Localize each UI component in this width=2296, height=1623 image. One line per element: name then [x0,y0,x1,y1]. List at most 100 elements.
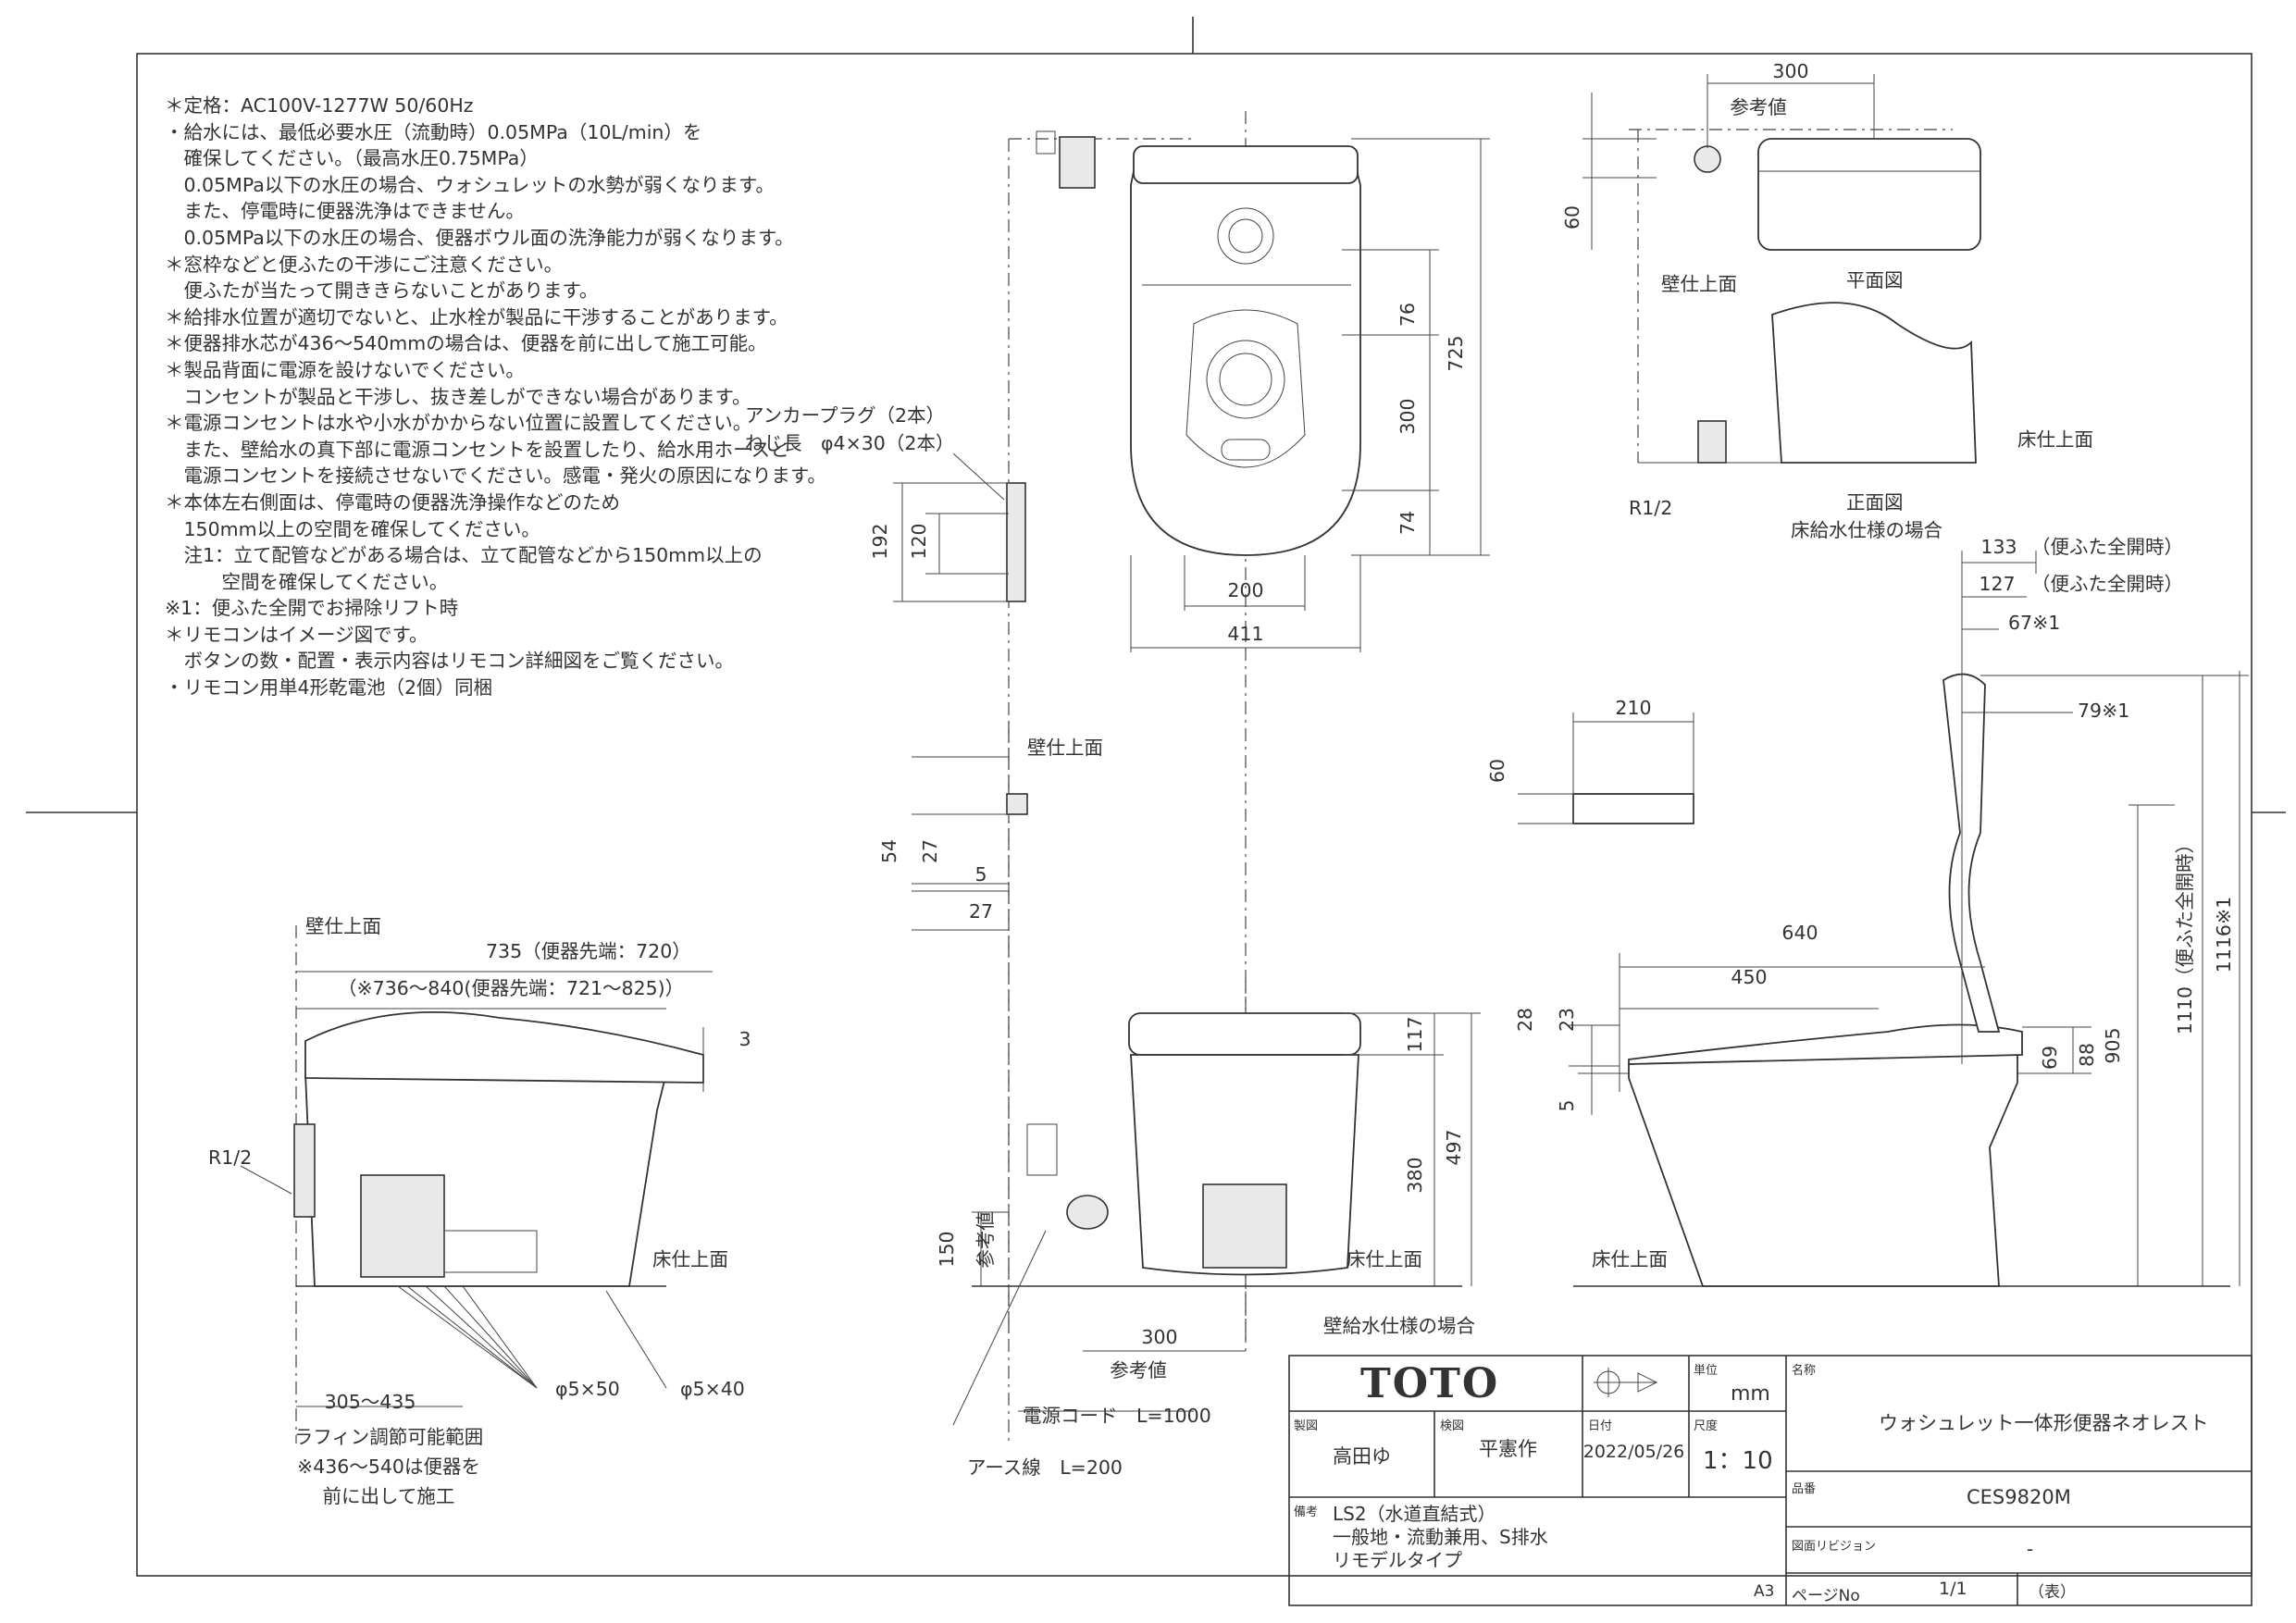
note-line: 150mm以上の空間を確保してください。 [165,517,540,540]
revision-value: - [2027,1538,2034,1560]
title-block-frame [1288,1355,2253,1606]
dim-200: 200 [1227,579,1263,601]
label-wall-supply: 壁給水仕様の場合 [1323,1315,1475,1337]
label-dim-67: 67※1 [2008,612,2060,634]
dim-411: 411 [1227,623,1263,645]
note-line: ・リモコン用単4形乾電池（2個）同梱 [165,676,493,700]
label-anchor-plug: アンカープラグ（2本） [745,404,945,427]
label-wall-finish-center: 壁仕上面 [1027,737,1103,759]
remarks-label: 備考 [1294,1505,1319,1519]
note-line: ※1：便ふた全開でお掃除リフト時 [165,597,459,620]
remarks-line: 一般地・流動兼用、S排水 [1333,1526,1548,1548]
note-line: ＊給排水位置が適切でないと、止水栓が製品に干渉することがあります。 [165,305,788,328]
note-line: 0.05MPa以下の水圧の場合、ウォシュレットの水勢が弱くなります。 [165,173,775,196]
dim-497: 497 [1443,1129,1465,1165]
label-floor-finish-right: 床仕上面 [1592,1248,1668,1270]
label-floor-finish-left: 床仕上面 [652,1248,728,1270]
note-line: また、停電時に便器洗浄はできません。 [165,200,525,223]
side-view-right [1518,551,2249,1287]
label-dim-736: （※736～840(便器先端：721～825)） [338,977,684,999]
note-line: また、壁給水の真下部に電源コンセントを設置したり、給水用ホースと [165,438,789,461]
remarks-line: リモデルタイプ [1333,1549,1462,1571]
label-wall-finish-top: 壁仕上面 [1661,273,1737,295]
note-line: 0.05MPa以下の水圧の場合、便器ボウル面の洗浄能力が弱くなります。 [165,226,794,249]
note-line: ・給水には、最低必要水圧（流動時）0.05MPa（10L/min）を [165,120,702,143]
label-note-436: ※436～540は便器を [297,1456,480,1478]
label-lid-open-133: （便ふた全開時） [2031,536,2183,558]
page-label: ページNo [1792,1587,1860,1605]
checked-value: 平憲作 [1479,1438,1537,1460]
label-wall-finish-left: 壁仕上面 [305,915,381,937]
dim-300-bottom: 300 [1141,1326,1177,1348]
dim-300-plan: 300 [1396,398,1419,434]
note-line: ＊電源コンセントは水や小水がかからない位置に設置してください。 [165,412,752,435]
note-line: ボタンの数・配置・表示内容はリモコン詳細図をご覧ください。 [165,650,734,673]
label-ref-bottom: 参考値 [1110,1359,1167,1381]
dim-76: 76 [1396,303,1419,327]
revision-label: 図面リビジョン [1792,1540,1877,1554]
dim-117: 117 [1404,1016,1426,1052]
dim-88: 88 [2076,1043,2098,1067]
dim-300-top: 300 [1772,60,1808,82]
product-name: ウォシュレット一体形便器ネオレスト [1879,1412,2209,1434]
label-dim-305: 305～435 [325,1391,416,1413]
product-label: 品番 [1792,1482,1817,1496]
plan-front-view-supply [1582,74,1981,464]
note-line: ＊窓枠などと便ふたの干渉にご注意ください。 [165,253,564,276]
dim-27-b: 27 [969,900,993,923]
label-dim-1110: 1110（便ふた全開時） [2174,835,2196,1035]
label-ref-center: 参考値 [974,1211,997,1269]
note-line: 便ふたが当たって開ききらないことがあります。 [165,279,599,303]
side-view-left [240,925,713,1443]
dim-210: 210 [1615,697,1651,719]
note-line: ＊定格：AC100V-1277W 50/60Hz [165,94,474,117]
label-dim-79: 79※1 [2078,700,2129,722]
page-suffix: （表） [2029,1583,2076,1602]
label-phi5x40: φ5×40 [680,1378,745,1400]
label-power-cord: 電源コード L=1000 [1023,1405,1211,1427]
front-view-center [912,722,1481,1443]
dim-23: 23 [1556,1008,1578,1032]
label-earth-wire: アース線 L=200 [967,1456,1123,1479]
name-label: 名称 [1792,1364,1817,1378]
note-line: ＊本体左右側面は、停電時の便器洗浄操作などのため [165,490,620,514]
sheet-size: A3 [1754,1582,1775,1601]
note-line: ＊便器排水芯が436～540mmの場合は、便器を前に出して施工可能。 [165,332,767,355]
label-lid-open-127: （便ふた全開時） [2031,573,2183,595]
label-plan-view: 平面図 [1846,269,1904,291]
unit-label: 単位 [1694,1364,1719,1378]
note-line: コンセントが製品と干渉し、抜き差しができない場合があります。 [165,385,751,408]
label-ref-top: 参考値 [1730,96,1787,118]
date-label: 日付 [1588,1419,1613,1433]
plan-view-toilet [893,111,1490,1342]
dim-450: 450 [1731,966,1767,988]
dim-28: 28 [1514,1008,1536,1032]
dim-120: 120 [908,523,930,559]
label-front-view: 正面図 [1846,491,1904,514]
dim-133: 133 [1980,536,2017,558]
product-number: CES9820M [1967,1486,2071,1508]
note-line: ＊製品背面に電源を設けないでください。 [165,358,525,381]
note-line: ＊リモコンはイメージ図です。 [165,623,428,646]
label-floor-finish-center: 床仕上面 [1347,1248,1422,1270]
annotation-labels: アンカープラグ（2本） ねじ長 φ4×30（2本） 壁仕上面 参考値 平面図 正… [208,96,2235,1507]
dimension-labels: 200 411 725 76 300 74 192 120 300 60 210… [738,60,2124,1348]
dim-60-remote: 60 [1486,759,1508,783]
label-note-front: 前に出して施工 [323,1485,455,1507]
sheet-border [136,53,2253,1577]
label-r-half-left: R1/2 [208,1146,252,1169]
toto-logo: TOTO [1360,1360,1500,1407]
label-dim-735: 735（便器先端：720） [486,940,691,962]
note-line: 空間を確保してください。 [165,570,449,593]
dim-27-a: 27 [919,839,941,863]
page-value: 1/1 [1939,1579,1967,1599]
dim-5-b: 5 [1556,1099,1578,1111]
dim-640: 640 [1781,922,1818,944]
label-r-half-top: R1/2 [1629,497,1672,519]
note-line: 電源コンセントを接続させないでください。感電・発火の原因になります。 [165,465,826,488]
label-screw-length: ねじ長 φ4×30（2本） [745,432,954,454]
unit-value: mm [1731,1382,1770,1406]
dim-905: 905 [2102,1027,2124,1063]
label-floor-finish-top: 床仕上面 [2017,428,2093,451]
